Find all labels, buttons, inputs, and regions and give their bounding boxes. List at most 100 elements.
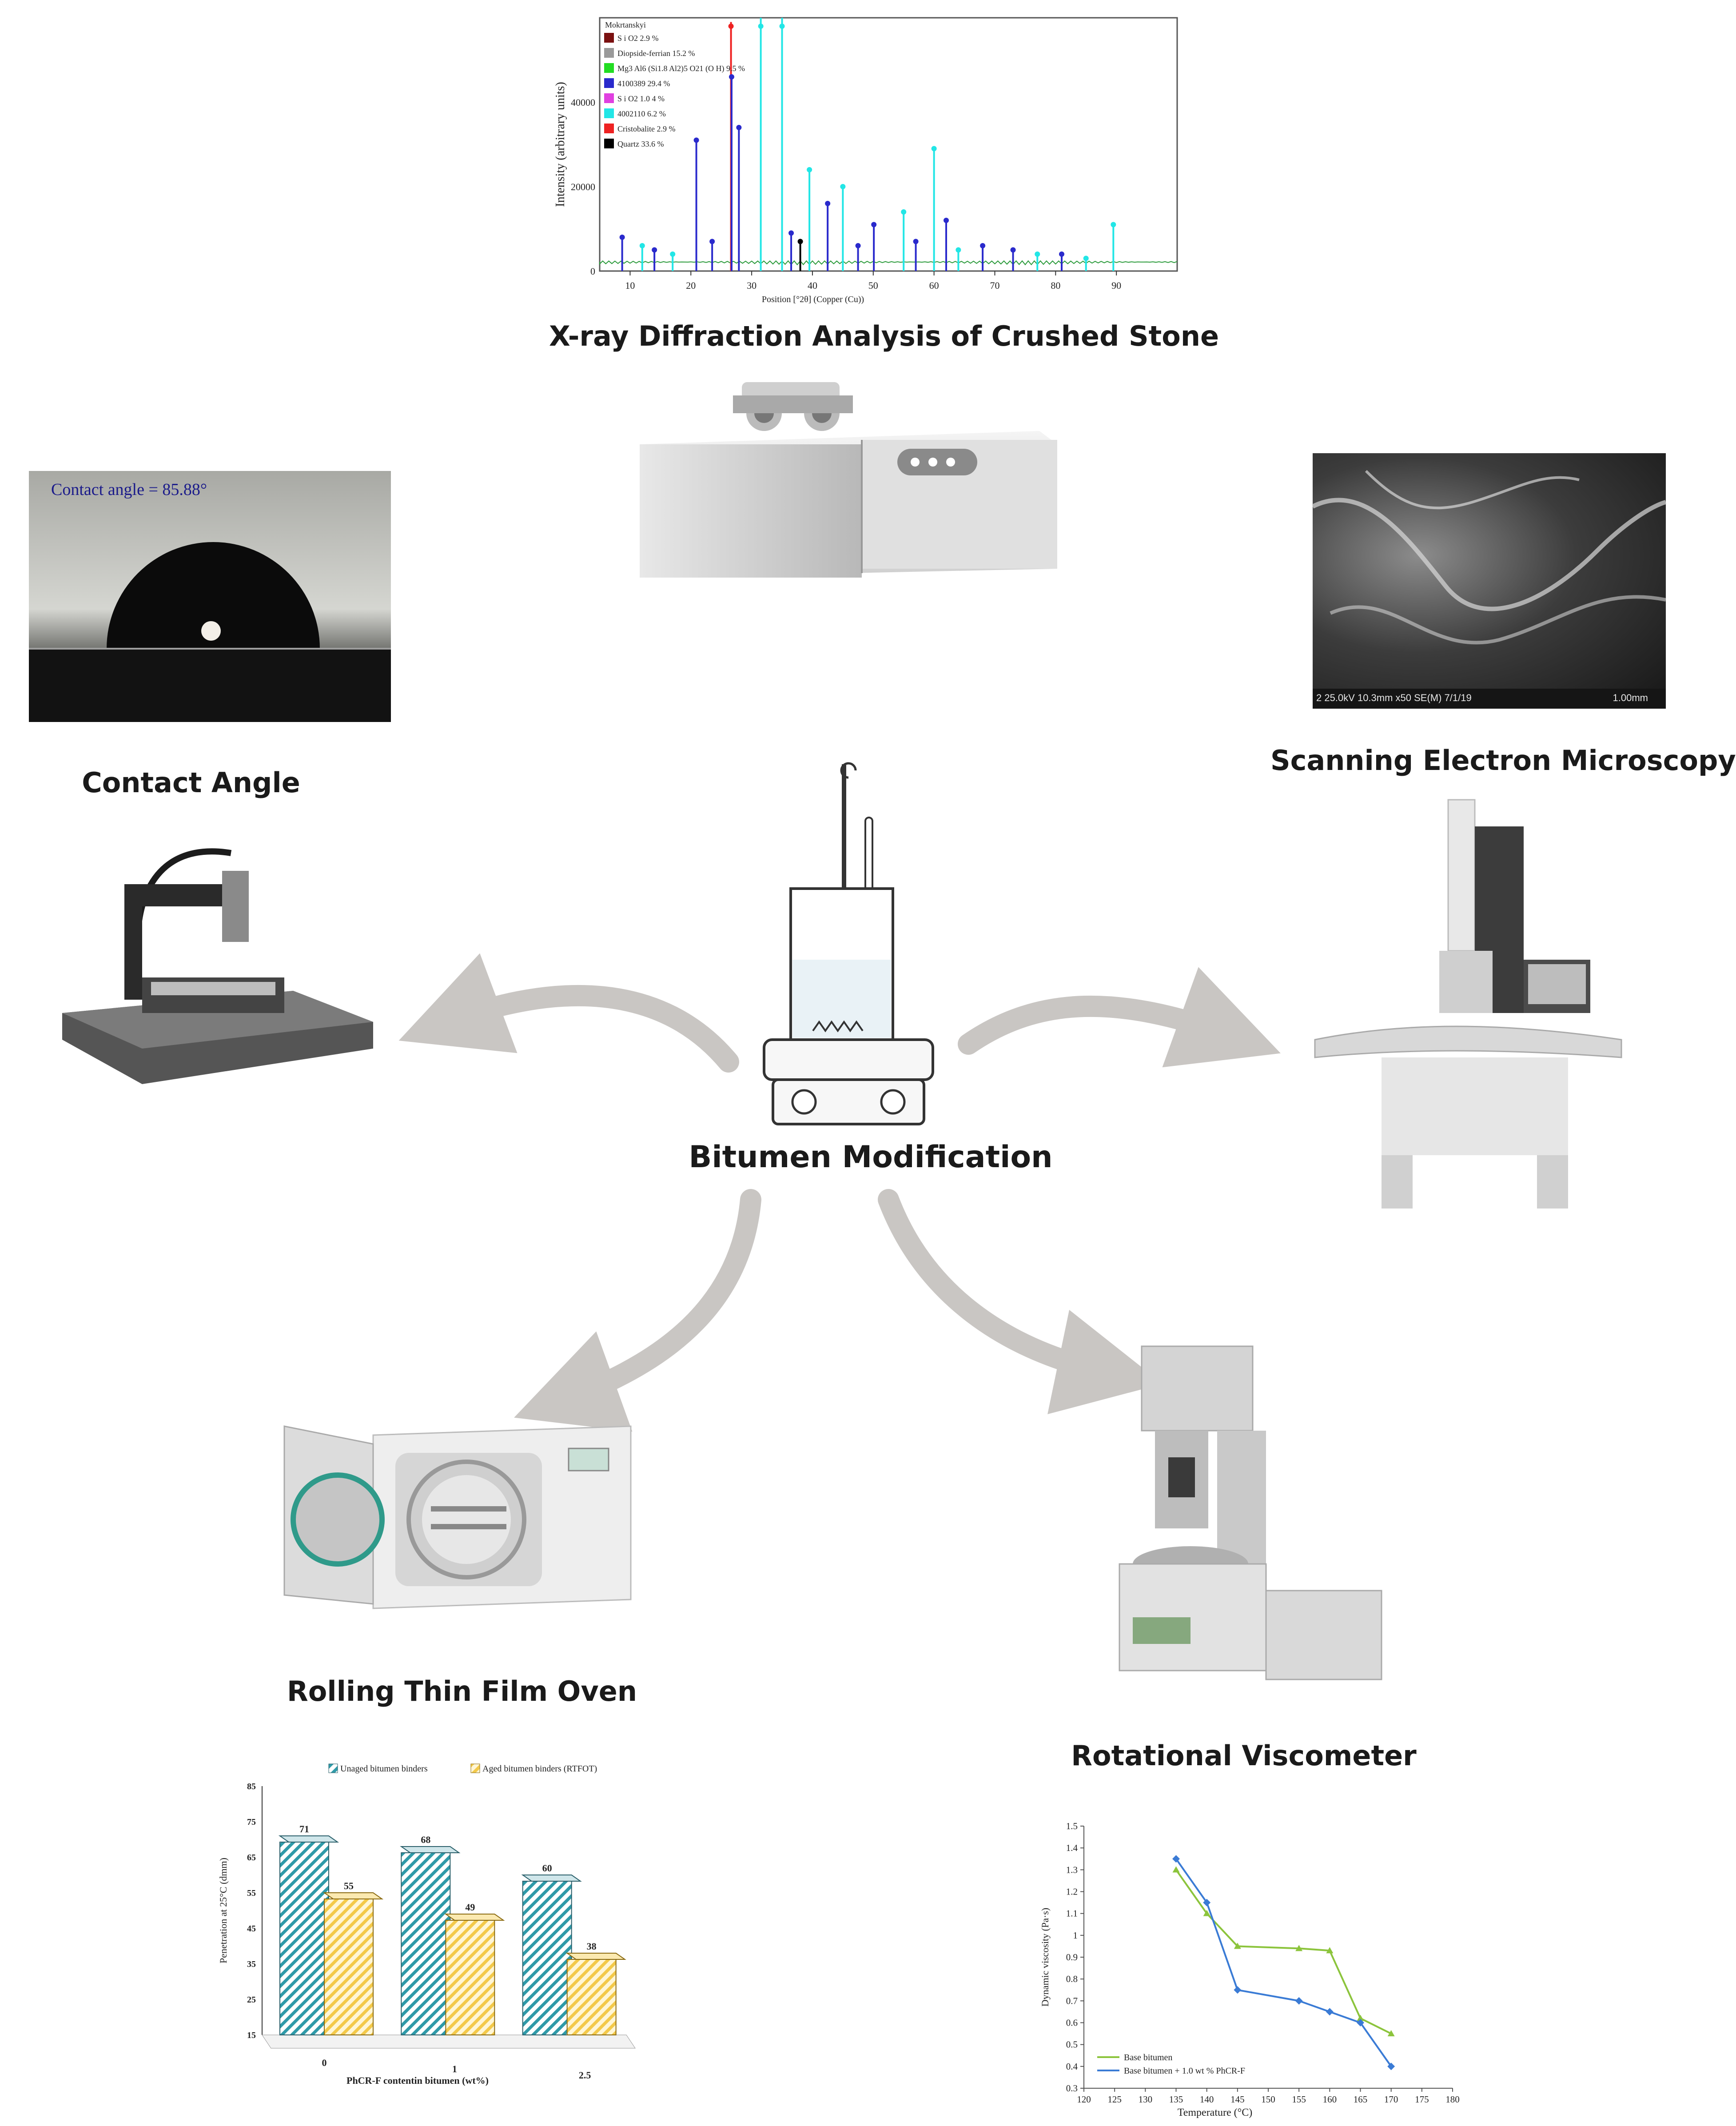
rtfo-title: Rolling Thin Film Oven: [287, 1675, 637, 1707]
sem-instrument-illustration: [1314, 799, 1622, 1209]
xrd-peak-marker: [758, 24, 764, 29]
bitumen-modification-title: Bitumen Modification: [689, 1140, 1053, 1175]
visc-xtick-label: 140: [1200, 2094, 1214, 2105]
contact-angle-title: Contact Angle: [82, 766, 300, 799]
visc-point: [1295, 1997, 1303, 2005]
xrd-peak-marker: [901, 209, 907, 215]
visc-xtick-label: 180: [1445, 2094, 1460, 2105]
xrd-xtick-label: 90: [1111, 280, 1121, 291]
pen-ytick-label: 45: [247, 1924, 256, 1934]
xrd-peak-marker: [788, 230, 794, 236]
sem-info-text: 2 25.0kV 10.3mm x50 SE(M) 7/1/19: [1316, 692, 1472, 703]
xrd-peak-marker: [1083, 255, 1089, 261]
arrow-to-rtfo: [514, 1189, 761, 1432]
pen-ytick-label: 25: [247, 1995, 256, 2005]
pen-bar-top: [400, 1846, 461, 1853]
pen-ytick-label: 35: [247, 1959, 256, 1969]
xrd-legend-label: S i O2 2.9 %: [617, 34, 659, 43]
visc-ytick-label: 0.3: [1066, 2083, 1078, 2094]
visc-xtick-label: 150: [1261, 2094, 1275, 2105]
xrd-peak-marker: [944, 218, 949, 223]
xrd-xtick-label: 50: [868, 280, 878, 291]
xrd-xtick-label: 70: [990, 280, 999, 291]
pen-bar-value: 49: [465, 1902, 475, 1913]
xrd-peak-marker: [931, 146, 937, 152]
xrd-peak-marker: [980, 243, 986, 248]
visc-series-line: [1175, 1858, 1392, 2067]
xrd-legend-title: Mokrtanskyi: [605, 20, 646, 29]
xrd-peak-marker: [840, 184, 846, 189]
visc-point: [1172, 1866, 1180, 1873]
xrd-peak-marker: [729, 74, 734, 80]
xrd-peak-marker: [797, 239, 803, 244]
xrd-legend-label: 4100389 29.4 %: [617, 79, 670, 88]
visc-ytick-label: 0.5: [1066, 2039, 1078, 2050]
xrd-peak-marker: [913, 239, 919, 244]
pen-bar-value: 55: [344, 1880, 354, 1891]
pen-bar: [445, 1920, 495, 2035]
arrows-layer: [398, 953, 1281, 1432]
xrd-legend-swatch: [604, 33, 614, 43]
visc-ylabel: Dynamic viscosity (Pa·s): [1039, 1908, 1051, 2006]
xrd-legend-label: Quartz 33.6 %: [617, 140, 664, 148]
arrow-to-sem: [958, 967, 1281, 1068]
xrd-peak-marker: [1010, 247, 1016, 253]
xrd-title: X-ray Diffraction Analysis of Crushed St…: [549, 320, 1219, 352]
xrd-ytick-label: 40000: [571, 97, 595, 108]
visc-ytick-label: 1.2: [1066, 1887, 1078, 1897]
pen-ytick-label: 75: [247, 1817, 256, 1827]
visc-legend-label: Base bitumen: [1124, 2053, 1172, 2062]
visc-ytick-label: 0.4: [1066, 2061, 1078, 2072]
arrow-to-contact-angle: [398, 953, 739, 1073]
bitumen-modification-illustration: [763, 762, 934, 1125]
xrd-legend-label: Cristobalite 2.9 %: [617, 124, 675, 133]
sem-photo: 2 25.0kV 10.3mm x50 SE(M) 7/1/19 1.00mm: [1311, 453, 1667, 709]
visc-xtick-label: 170: [1384, 2094, 1398, 2105]
xrd-peak-marker: [956, 247, 961, 253]
xrd-legend-label: S i O2 1.0 4 %: [617, 94, 665, 103]
xrd-xlabel: Position [°2θ] (Copper (Cu)): [762, 295, 864, 304]
visc-ytick-label: 0.9: [1066, 1952, 1078, 1962]
visc-xtick-label: 125: [1107, 2094, 1122, 2105]
visc-point: [1295, 1945, 1303, 1951]
xrd-xtick-label: 20: [686, 280, 696, 291]
visc-xtick-label: 145: [1230, 2094, 1245, 2105]
visc-ytick-label: 1.1: [1066, 1908, 1078, 1919]
xrd-ylabel: Intensity (arbitrary units): [553, 82, 567, 207]
pen-ytick-label: 55: [247, 1888, 256, 1898]
xrd-ytick-label: 20000: [571, 181, 595, 192]
xrd-legend-label: Diopside-ferrian 15.2 %: [617, 49, 695, 58]
visc-ytick-label: 0.6: [1066, 2018, 1078, 2028]
visc-ytick-label: 1: [1073, 1930, 1078, 1941]
pen-bar-top: [521, 1875, 582, 1882]
xrd-legend-label: Mg3 Al6 (Si1.8 Al2)5 O21 (O H) 9.5 %: [617, 64, 745, 73]
xrd-peak-marker: [639, 243, 645, 248]
pen-xtick-label: 2.5: [579, 2070, 591, 2081]
xrd-peak-marker: [652, 247, 657, 253]
xrd-xtick-label: 10: [625, 280, 635, 291]
xrd-peak-marker: [825, 201, 831, 206]
rotational-viscometer-illustration: [1119, 1345, 1382, 1680]
visc-point: [1234, 1986, 1242, 1994]
xrd-peak-marker: [807, 167, 812, 172]
pen-bar-value: 60: [542, 1863, 552, 1874]
visc-xtick-label: 160: [1323, 2094, 1337, 2105]
xrd-legend-swatch: [604, 63, 614, 73]
contact-angle-instrument-illustration: [62, 848, 373, 1084]
contact-angle-caption: Contact angle = 85.88°: [51, 480, 207, 499]
xrd-peak-marker: [871, 222, 877, 227]
pen-bar-value: 38: [587, 1941, 597, 1952]
xrd-peak-marker: [1035, 251, 1040, 257]
xrd-instrument-illustration: [640, 382, 1057, 578]
xrd-peak-marker: [709, 239, 715, 244]
visc-ytick-label: 1.5: [1066, 1821, 1078, 1831]
visc-point: [1357, 2014, 1364, 2021]
sem-title: Scanning Electron Microscopy: [1270, 744, 1736, 777]
pen-bar-top: [565, 1953, 626, 1960]
xrd-peak-marker: [736, 125, 742, 130]
pen-xtick-label: 0: [322, 2057, 327, 2068]
visc-xtick-label: 165: [1354, 2094, 1368, 2105]
